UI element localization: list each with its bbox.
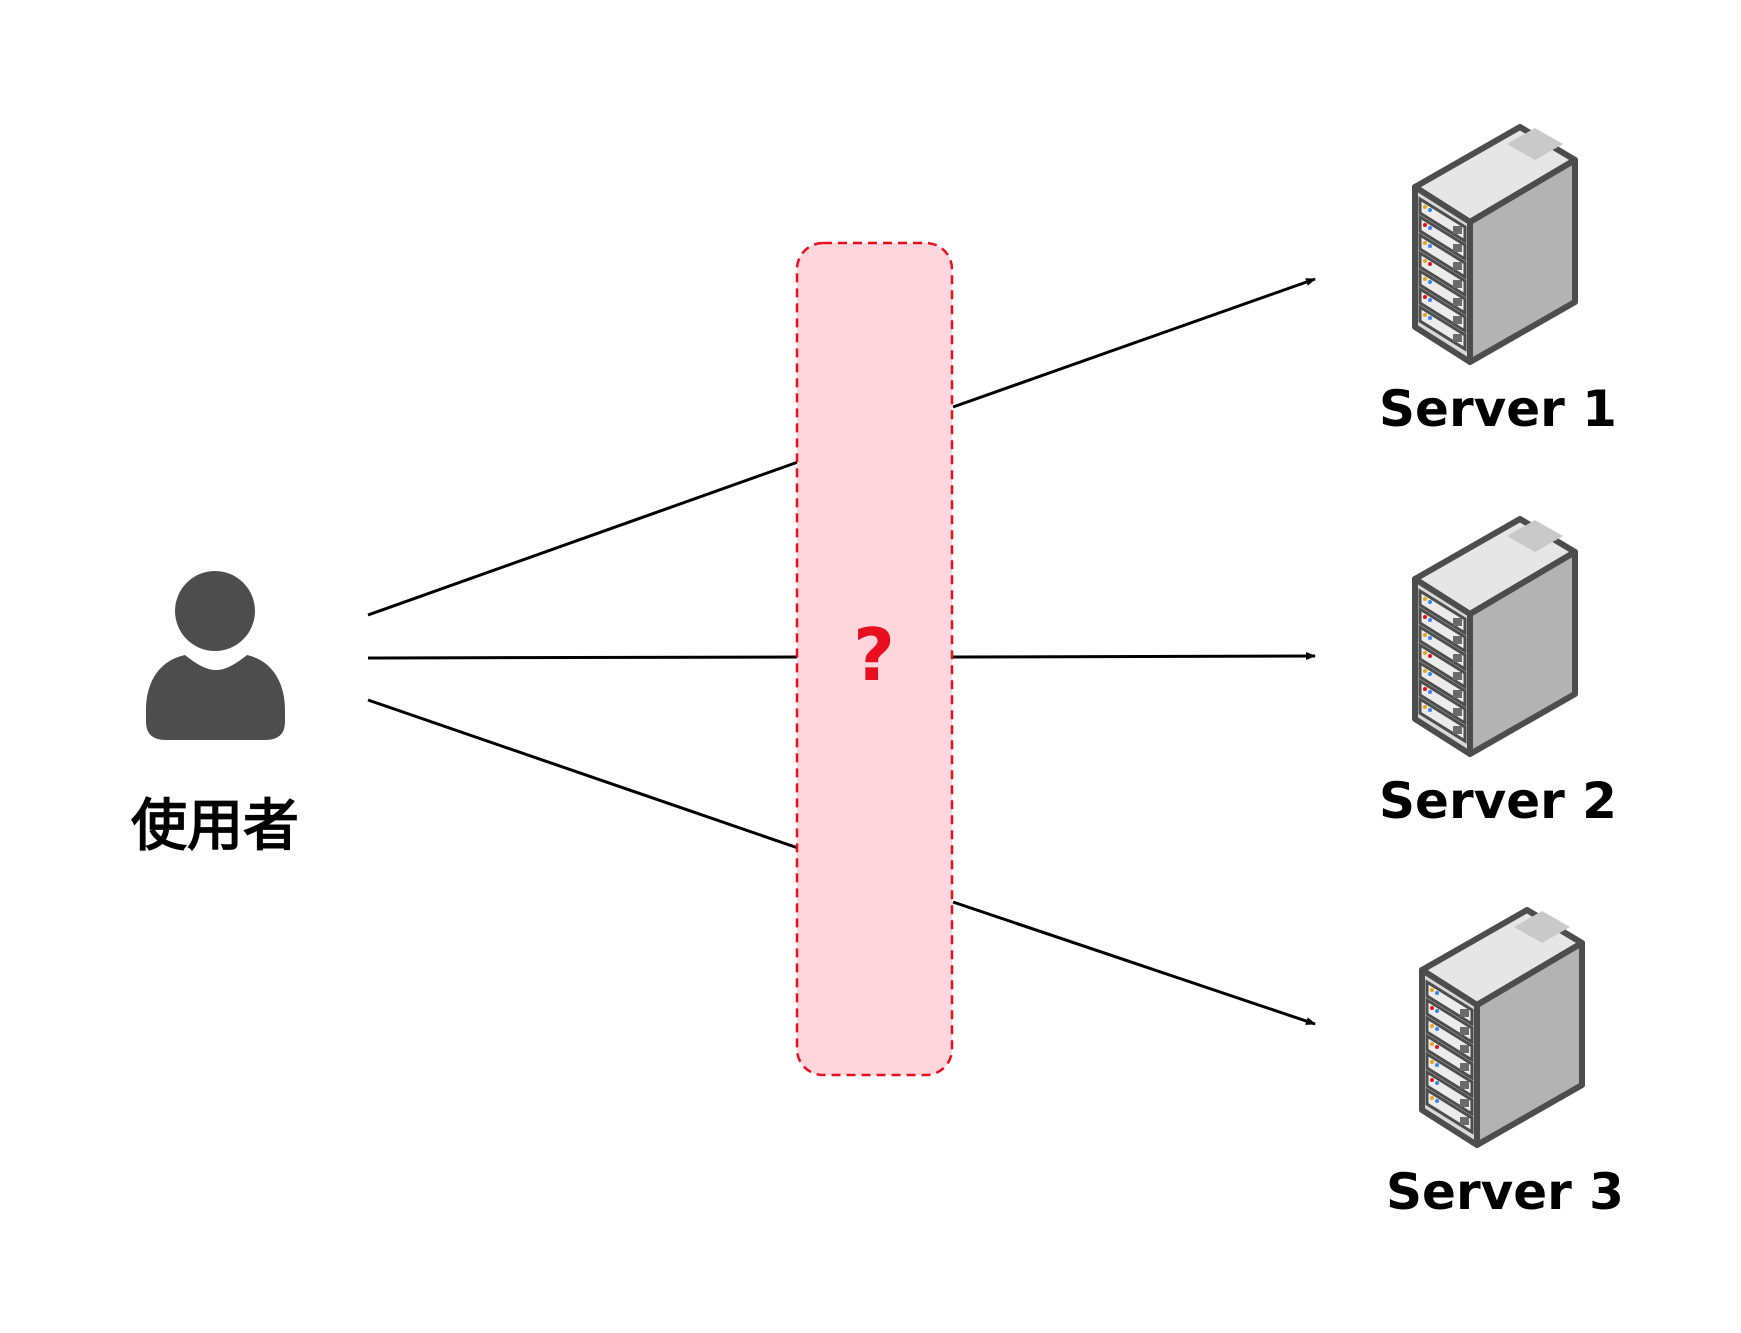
unknown-middleware-box: ? [795, 241, 954, 1077]
arrow-to-server-3 [952, 900, 1316, 1026]
user-label: 使用者 [131, 794, 299, 859]
arrow-to-server-2 [952, 652, 1316, 661]
server-1: Server 1 [1379, 127, 1617, 438]
connection-line-2-in [367, 655, 799, 660]
server-3-label: Server 3 [1386, 1163, 1624, 1221]
server-2-label: Server 2 [1379, 772, 1617, 830]
user-icon [146, 571, 285, 740]
server-tower-icon [1415, 127, 1575, 362]
arrow-to-server-1 [952, 277, 1316, 409]
connection-line-3-in [367, 698, 799, 850]
server-3: Server 3 [1386, 910, 1624, 1221]
unknown-label: ? [853, 613, 895, 697]
server-2: Server 2 [1379, 519, 1617, 830]
connection-line-1-in [367, 460, 799, 617]
server-tower-icon [1415, 519, 1575, 754]
user-connections [367, 460, 799, 850]
server-connections [952, 277, 1316, 1026]
server-tower-icon [1422, 910, 1582, 1145]
server-1-label: Server 1 [1379, 380, 1617, 438]
